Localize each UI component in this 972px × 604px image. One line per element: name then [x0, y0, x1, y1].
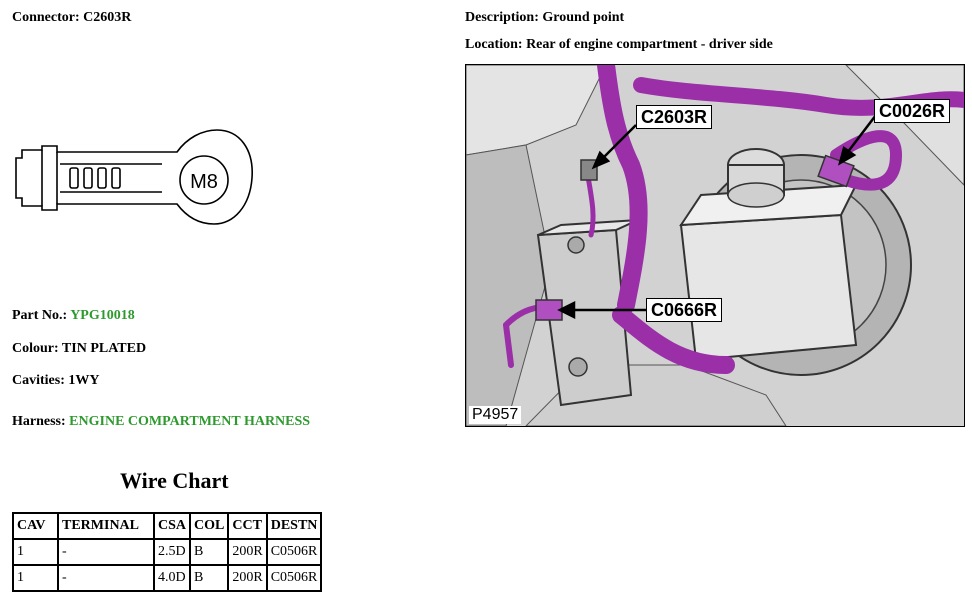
- header-cct: CCT: [227, 512, 268, 540]
- callout-c0026r: C0026R: [874, 99, 951, 123]
- header-csa: CSA: [152, 512, 192, 540]
- connector-line: Connector: C2603R: [12, 10, 131, 26]
- location-value: Rear of engine compartment - driver side: [526, 37, 773, 52]
- header-terminal: TERMINAL: [57, 512, 155, 540]
- cell-col: B: [189, 564, 230, 592]
- location-photo: C2603R C0026R C0666R P4957: [465, 64, 965, 427]
- colour-line: Colour: TIN PLATED: [12, 341, 146, 357]
- harness-value: ENGINE COMPARTMENT HARNESS: [69, 414, 311, 429]
- cavities-label: Cavities:: [12, 373, 65, 388]
- photo-reference: P4957: [469, 406, 522, 424]
- header-col: COL: [189, 512, 230, 540]
- ring-terminal-drawing: M8: [15, 129, 253, 225]
- description-line: Description: Ground point: [465, 10, 624, 26]
- callout-c2603r: C2603R: [636, 105, 713, 129]
- wire-chart-header-row: CAV TERMINAL CSA COL CCT DESTN: [12, 512, 323, 540]
- cell-col: B: [189, 538, 230, 566]
- cell-cct: 200R: [227, 564, 268, 592]
- cell-terminal: -: [57, 564, 155, 592]
- harness-line: Harness: ENGINE COMPARTMENT HARNESS: [12, 414, 310, 430]
- part-no-label: Part No.:: [12, 308, 68, 323]
- header-destn: DESTN: [265, 512, 323, 540]
- table-row: 1 - 4.0D B 200R C0506R: [12, 564, 323, 592]
- harness-label: Harness:: [12, 414, 66, 429]
- location-label: Location:: [465, 37, 523, 52]
- colour-label: Colour:: [12, 341, 59, 356]
- cavities-line: Cavities: 1WY: [12, 373, 100, 389]
- colour-value: TIN PLATED: [61, 341, 147, 356]
- wire-chart-title: Wire Chart: [120, 468, 229, 493]
- part-no-line: Part No.: YPG10018: [12, 308, 135, 324]
- description-label: Description:: [465, 10, 539, 25]
- wire-chart-table: CAV TERMINAL CSA COL CCT DESTN 1 - 2.5D …: [12, 512, 323, 592]
- cell-cct: 200R: [227, 538, 268, 566]
- cell-terminal: -: [57, 538, 155, 566]
- description-value: Ground point: [542, 10, 625, 25]
- cell-destn: C0506R: [265, 538, 323, 566]
- cell-csa: 2.5D: [152, 538, 192, 566]
- cell-destn: C0506R: [265, 564, 323, 592]
- terminal-marking: M8: [190, 171, 218, 193]
- table-row: 1 - 2.5D B 200R C0506R: [12, 538, 323, 566]
- part-no-value: YPG10018: [70, 308, 135, 323]
- connector-label: Connector:: [12, 10, 80, 25]
- location-line: Location: Rear of engine compartment - d…: [465, 37, 773, 53]
- engine-bay-illustration: [466, 65, 964, 426]
- cavities-value: 1WY: [68, 373, 100, 388]
- cell-csa: 4.0D: [152, 564, 192, 592]
- callout-c0666r: C0666R: [646, 298, 723, 322]
- cell-cav: 1: [12, 564, 59, 592]
- header-cav: CAV: [12, 512, 59, 540]
- cell-cav: 1: [12, 538, 59, 566]
- connector-value: C2603R: [83, 10, 132, 25]
